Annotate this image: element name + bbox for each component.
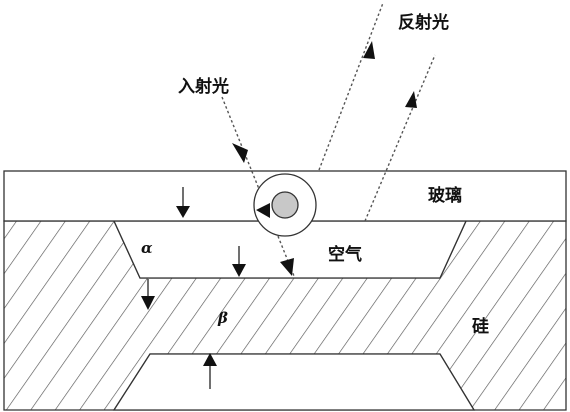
spot-arrowhead <box>256 203 270 218</box>
reflected-light-label: 反射光 <box>398 12 449 33</box>
incident-light-label: 入射光 <box>178 76 229 97</box>
glass-label: 玻璃 <box>428 185 462 206</box>
bottom-cavity <box>112 353 476 411</box>
silicon-label: 硅 <box>472 316 489 337</box>
beta-label: β <box>217 309 228 327</box>
silicon-down-arrow <box>141 279 155 310</box>
reflected-ray-1 <box>318 2 384 171</box>
air-label: 空气 <box>328 244 362 265</box>
reflected-arrowhead-1 <box>363 41 375 59</box>
air-down-arrow <box>232 246 246 277</box>
incident-arrowhead-upper <box>232 143 248 163</box>
measurement-spot <box>253 173 317 237</box>
reflected-ray-2 <box>364 54 436 222</box>
incident-arrowhead-lower <box>280 258 294 276</box>
reflected-arrowhead-2 <box>405 91 417 108</box>
cavity-up-arrow <box>203 353 217 389</box>
glass-down-arrow <box>176 187 190 218</box>
alpha-label: α <box>141 239 153 257</box>
incident-ray <box>221 96 295 277</box>
